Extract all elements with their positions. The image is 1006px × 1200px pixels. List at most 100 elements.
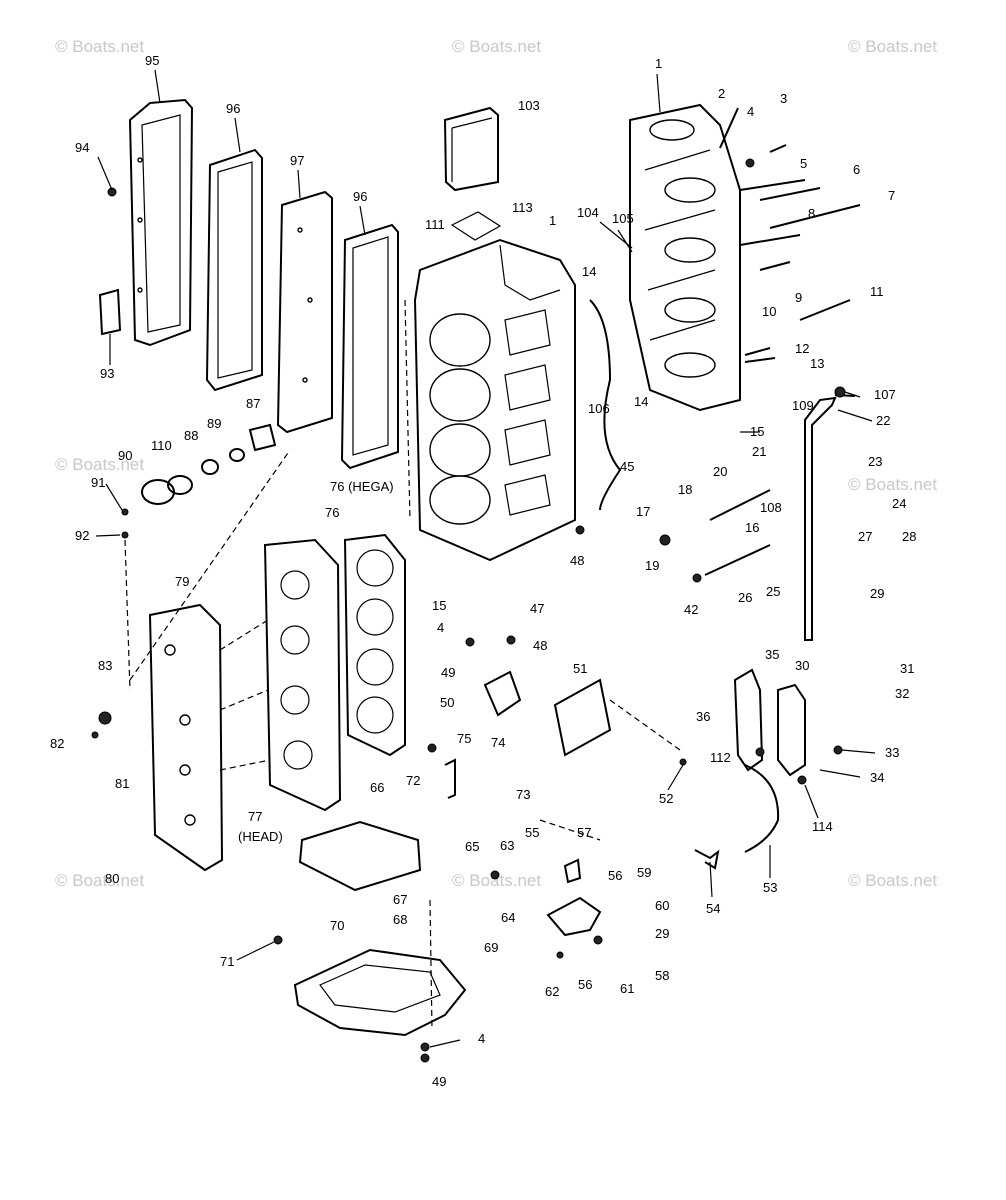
label-32: 32 (895, 686, 909, 701)
watermark-top-left: © Boats.net (55, 37, 144, 56)
label-76-hega: 76 (HEGA) (330, 479, 394, 494)
label-109: 109 (792, 398, 814, 413)
part-70-base-plate (293, 948, 467, 1037)
label-20: 20 (713, 464, 727, 479)
part-20-rod (709, 489, 771, 521)
watermark-mid-left: © Boats.net (55, 455, 144, 474)
part-103-box (443, 106, 499, 192)
label-9: 9 (795, 290, 802, 305)
part-1-cylinder-block-center (413, 238, 576, 562)
part-number-labels: 1 2 3 4 5 6 7 8 9 10 11 12 13 14 14 15 1… (50, 53, 916, 1089)
part-1-cylinder-block-right (629, 103, 741, 412)
watermark-top-right: © Boats.net (848, 37, 937, 56)
label-94: 94 (75, 140, 89, 155)
label-77: 77 (248, 809, 262, 824)
leader-lines (124, 299, 681, 1031)
label-54: 54 (706, 901, 720, 916)
small-fasteners (91, 187, 846, 1063)
part-26-rod (704, 544, 771, 576)
label-82: 82 (50, 736, 64, 751)
label-103: 103 (518, 98, 540, 113)
part-66-gasket (298, 820, 422, 892)
label-62: 62 (545, 984, 559, 999)
label-25: 25 (766, 584, 780, 599)
label-52: 52 (659, 791, 673, 806)
label-96-left: 96 (226, 101, 240, 116)
label-14-bottom: 14 (634, 394, 648, 409)
label-61: 61 (620, 981, 634, 996)
label-42: 42 (684, 602, 698, 617)
part-36-bracket (733, 668, 764, 772)
label-56-bottom: 56 (578, 977, 592, 992)
label-77-head: (HEAD) (238, 829, 283, 844)
label-64: 64 (501, 910, 515, 925)
label-95: 95 (145, 53, 159, 68)
part-72-clip (444, 758, 456, 799)
label-92: 92 (75, 528, 89, 543)
label-4-bottom: 4 (478, 1031, 485, 1046)
label-3: 3 (780, 91, 787, 106)
label-1-center: 1 (549, 213, 556, 228)
part-113-square-gasket (450, 211, 502, 241)
label-leaders (95, 69, 876, 1048)
label-49-bottom: 49 (432, 1074, 446, 1089)
part-53-hose (744, 764, 780, 853)
part-57-clip (563, 858, 582, 884)
watermark-mid-right: © Boats.net (848, 475, 937, 494)
part-88-seal (201, 459, 219, 475)
label-21: 21 (752, 444, 766, 459)
part-77-cylinder-head (263, 538, 342, 812)
label-23: 23 (868, 454, 882, 469)
part-50-gasket (483, 670, 522, 717)
label-48-block: 48 (570, 553, 584, 568)
label-47: 47 (530, 601, 544, 616)
label-13: 13 (810, 356, 824, 371)
watermarks: © Boats.net © Boats.net © Boats.net © Bo… (55, 37, 937, 890)
label-6: 6 (853, 162, 860, 177)
label-7: 7 (888, 188, 895, 203)
label-87: 87 (246, 396, 260, 411)
label-53: 53 (763, 880, 777, 895)
label-19: 19 (645, 558, 659, 573)
part-96-gasket (205, 148, 263, 392)
label-60: 60 (655, 898, 669, 913)
label-90: 90 (118, 448, 132, 463)
label-5: 5 (800, 156, 807, 171)
part-35-bracket (777, 683, 806, 777)
label-74: 74 (491, 735, 505, 750)
label-73: 73 (516, 787, 530, 802)
label-51: 51 (573, 661, 587, 676)
label-97: 97 (290, 153, 304, 168)
label-24: 24 (892, 496, 906, 511)
label-1: 1 (655, 56, 662, 71)
part-95-exhaust-cover (128, 98, 194, 347)
label-63: 63 (500, 838, 514, 853)
label-113: 113 (512, 200, 533, 215)
label-36: 36 (696, 709, 710, 724)
part-79-cover-plate (148, 603, 224, 872)
watermark-bottom-right: © Boats.net (848, 871, 937, 890)
label-30: 30 (795, 658, 809, 673)
label-45: 45 (620, 459, 634, 474)
label-10: 10 (762, 304, 776, 319)
label-22: 22 (876, 413, 890, 428)
part-93-small-plate (98, 288, 122, 336)
right-block-bolts (719, 107, 861, 363)
label-70: 70 (330, 918, 344, 933)
label-4: 4 (747, 104, 754, 119)
label-8: 8 (808, 206, 815, 221)
label-28: 28 (902, 529, 916, 544)
part-45-wire (589, 299, 622, 511)
label-81: 81 (115, 776, 129, 791)
label-57: 57 (577, 825, 591, 840)
part-89-ring (229, 448, 245, 462)
label-71: 71 (220, 954, 234, 969)
label-105: 105 (612, 211, 634, 226)
label-69: 69 (484, 940, 498, 955)
label-49-center: 49 (441, 665, 455, 680)
label-15-center: 15 (432, 598, 446, 613)
label-26: 26 (738, 590, 752, 605)
label-4-center: 4 (437, 620, 444, 635)
watermark-bottom-left: © Boats.net (55, 871, 144, 890)
